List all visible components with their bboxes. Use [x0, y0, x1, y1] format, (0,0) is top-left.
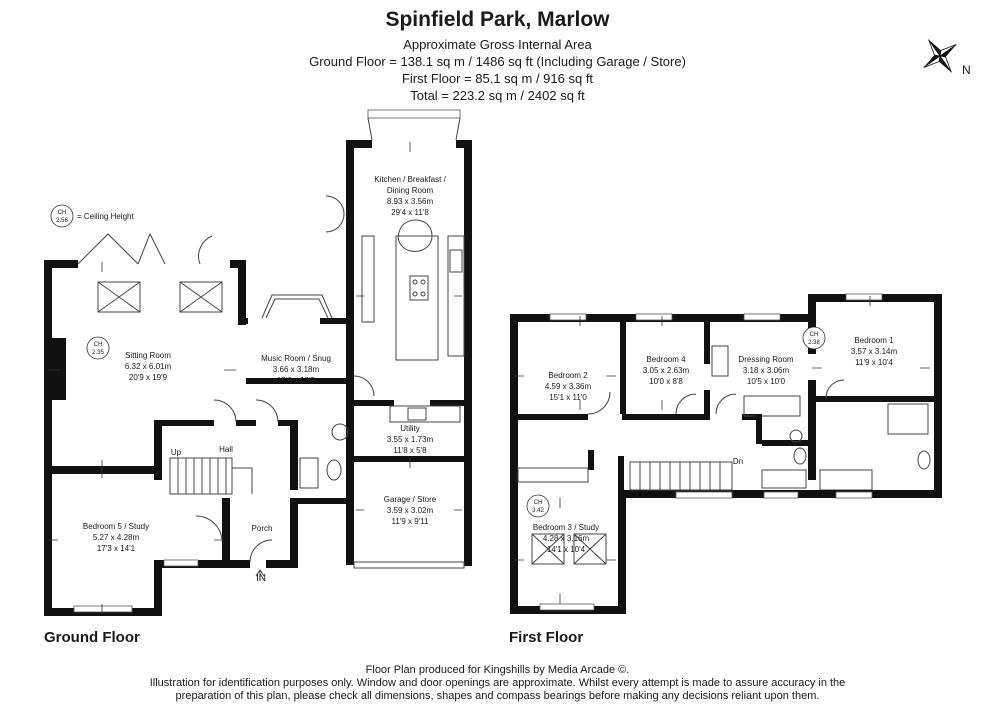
- svg-text:Dining Room: Dining Room: [387, 186, 434, 195]
- svg-text:3.66 x 3.18m: 3.66 x 3.18m: [273, 365, 320, 374]
- svg-text:Kitchen / Breakfast /: Kitchen / Breakfast /: [374, 175, 446, 184]
- room-label-dressing: Dressing Room 3.18 x 3.06m 10'5 x 10'0: [738, 355, 793, 386]
- svg-text:29'4 x 11'8: 29'4 x 11'8: [391, 208, 429, 217]
- svg-text:3.42: 3.42: [532, 508, 544, 514]
- svg-text:4.59 x 3.36m: 4.59 x 3.36m: [545, 382, 592, 391]
- svg-text:2.56: 2.56: [56, 218, 68, 224]
- ground-floor-plan: CH 2.56 = Ceiling Height: [44, 109, 472, 616]
- svg-text:Bedroom 1: Bedroom 1: [854, 336, 894, 345]
- svg-text:10'0 x 8'8: 10'0 x 8'8: [649, 377, 683, 386]
- svg-text:20'9 x 19'9: 20'9 x 19'9: [129, 373, 168, 382]
- stairs-down-label: Dn: [733, 457, 743, 466]
- svg-text:11'9 x 9'11: 11'9 x 9'11: [391, 517, 429, 526]
- svg-text:3.55 x 1.73m: 3.55 x 1.73m: [387, 435, 434, 444]
- first-floor-labels: Bedroom 2 4.59 x 3.36m 15'1 x 11'0 Bedro…: [526, 326, 898, 554]
- plan-title: Spinfield Park, Marlow: [385, 8, 610, 31]
- footer-disclaimer-1: Illustration for identification purposes…: [149, 677, 846, 689]
- total-area: Total = 223.2 sq m / 2402 sq ft: [410, 88, 585, 103]
- svg-text:8.93 x 3.56m: 8.93 x 3.56m: [387, 197, 434, 206]
- room-label-kitchen: Kitchen / Breakfast / Dining Room 8.93 x…: [374, 175, 446, 217]
- svg-text:17'3 x 14'1: 17'3 x 14'1: [97, 544, 136, 553]
- room-label-utility: Utility 3.55 x 1.73m 11'8 x 5'8: [387, 424, 434, 455]
- ground-floor-area: Ground Floor = 138.1 sq m / 1486 sq ft (…: [309, 54, 686, 69]
- svg-text:Bedroom 4: Bedroom 4: [646, 355, 686, 364]
- svg-text:10'5 x 10'0: 10'5 x 10'0: [747, 377, 786, 386]
- svg-text:Sitting Room: Sitting Room: [125, 351, 171, 360]
- svg-text:3.59 x 3.02m: 3.59 x 3.02m: [387, 506, 434, 515]
- ceiling-height-badge-sitting: CH 2.35: [86, 336, 110, 360]
- room-label-bedroom3: Bedroom 3 / Study 4.28 x 3.16m 14'1 x 10…: [533, 523, 599, 554]
- room-label-hall: Hall Up: [171, 445, 233, 457]
- svg-text:Music Room / Snug: Music Room / Snug: [261, 354, 331, 363]
- svg-text:3.05 x 2.63m: 3.05 x 2.63m: [643, 366, 690, 375]
- svg-text:12'0 x 10'5: 12'0 x 10'5: [277, 376, 316, 385]
- ceiling-height-badge-dressing: CH 2.38: [802, 326, 826, 350]
- ceiling-height-legend-text: = Ceiling Height: [77, 212, 134, 221]
- svg-text:11'8 x 5'8: 11'8 x 5'8: [393, 446, 427, 455]
- room-label-bedroom1: Bedroom 1 3.57 x 3.14m 11'9 x 10'4: [851, 336, 898, 367]
- first-floor-plan: [510, 293, 942, 614]
- svg-text:Hall: Hall: [219, 445, 233, 454]
- plan-subtitle: Approximate Gross Internal Area: [403, 37, 592, 52]
- svg-text:CH: CH: [94, 342, 103, 348]
- svg-text:3.57 x 3.14m: 3.57 x 3.14m: [851, 347, 898, 356]
- compass-rose-icon: N: [923, 39, 971, 77]
- svg-text:14'1 x 10'4: 14'1 x 10'4: [547, 545, 586, 554]
- room-label-porch: Porch: [252, 524, 273, 533]
- footer-disclaimer-2: preparation of this plan, please check a…: [175, 690, 820, 702]
- svg-text:15'1 x 11'0: 15'1 x 11'0: [549, 393, 587, 402]
- svg-text:4.28 x 3.16m: 4.28 x 3.16m: [543, 534, 590, 543]
- svg-text:CH: CH: [810, 332, 819, 338]
- stairs-up-label: Up: [171, 448, 182, 457]
- svg-text:11'9 x 10'4: 11'9 x 10'4: [855, 358, 893, 367]
- room-label-bedroom4: Bedroom 4 3.05 x 2.63m 10'0 x 8'8: [643, 355, 690, 386]
- room-label-music: Music Room / Snug 3.66 x 3.18m 12'0 x 10…: [261, 354, 331, 385]
- room-label-sitting: Sitting Room 6.32 x 6.01m 20'9 x 19'9: [125, 351, 172, 382]
- svg-text:CH: CH: [58, 210, 67, 216]
- footer-credit: Floor Plan produced for Kingshills by Me…: [365, 664, 630, 676]
- entrance-label: IN: [256, 573, 266, 584]
- ground-floor-label: Ground Floor: [44, 629, 140, 646]
- compass-north-label: N: [962, 63, 971, 77]
- svg-text:CH: CH: [534, 500, 543, 506]
- room-label-bedroom5: Bedroom 5 / Study 5.27 x 4.28m 17'3 x 14…: [83, 522, 149, 553]
- svg-text:2.35: 2.35: [92, 350, 104, 356]
- first-floor-label: First Floor: [509, 629, 584, 646]
- ceiling-height-legend: CH 2.56 = Ceiling Height: [50, 204, 134, 228]
- svg-text:Bedroom 2: Bedroom 2: [548, 371, 588, 380]
- svg-text:6.32 x 6.01m: 6.32 x 6.01m: [125, 362, 172, 371]
- ceiling-height-badge-bedroom3: CH 3.42: [526, 494, 550, 518]
- svg-text:3.18 x 3.06m: 3.18 x 3.06m: [743, 366, 790, 375]
- room-label-bedroom2: Bedroom 2 4.59 x 3.36m 15'1 x 11'0: [545, 371, 592, 402]
- ground-floor-labels: Kitchen / Breakfast / Dining Room 8.93 x…: [83, 175, 447, 584]
- svg-text:Dressing Room: Dressing Room: [738, 355, 793, 364]
- svg-text:5.27 x 4.28m: 5.27 x 4.28m: [93, 533, 140, 542]
- svg-text:Garage / Store: Garage / Store: [384, 495, 437, 504]
- room-label-garage: Garage / Store 3.59 x 3.02m 11'9 x 9'11: [384, 495, 437, 526]
- svg-text:Utility: Utility: [400, 424, 420, 433]
- svg-text:Bedroom 5 / Study: Bedroom 5 / Study: [83, 522, 149, 531]
- first-floor-area: First Floor = 85.1 sq m / 916 sq ft: [401, 71, 594, 86]
- svg-text:2.38: 2.38: [808, 340, 820, 346]
- svg-text:Bedroom 3 / Study: Bedroom 3 / Study: [533, 523, 599, 532]
